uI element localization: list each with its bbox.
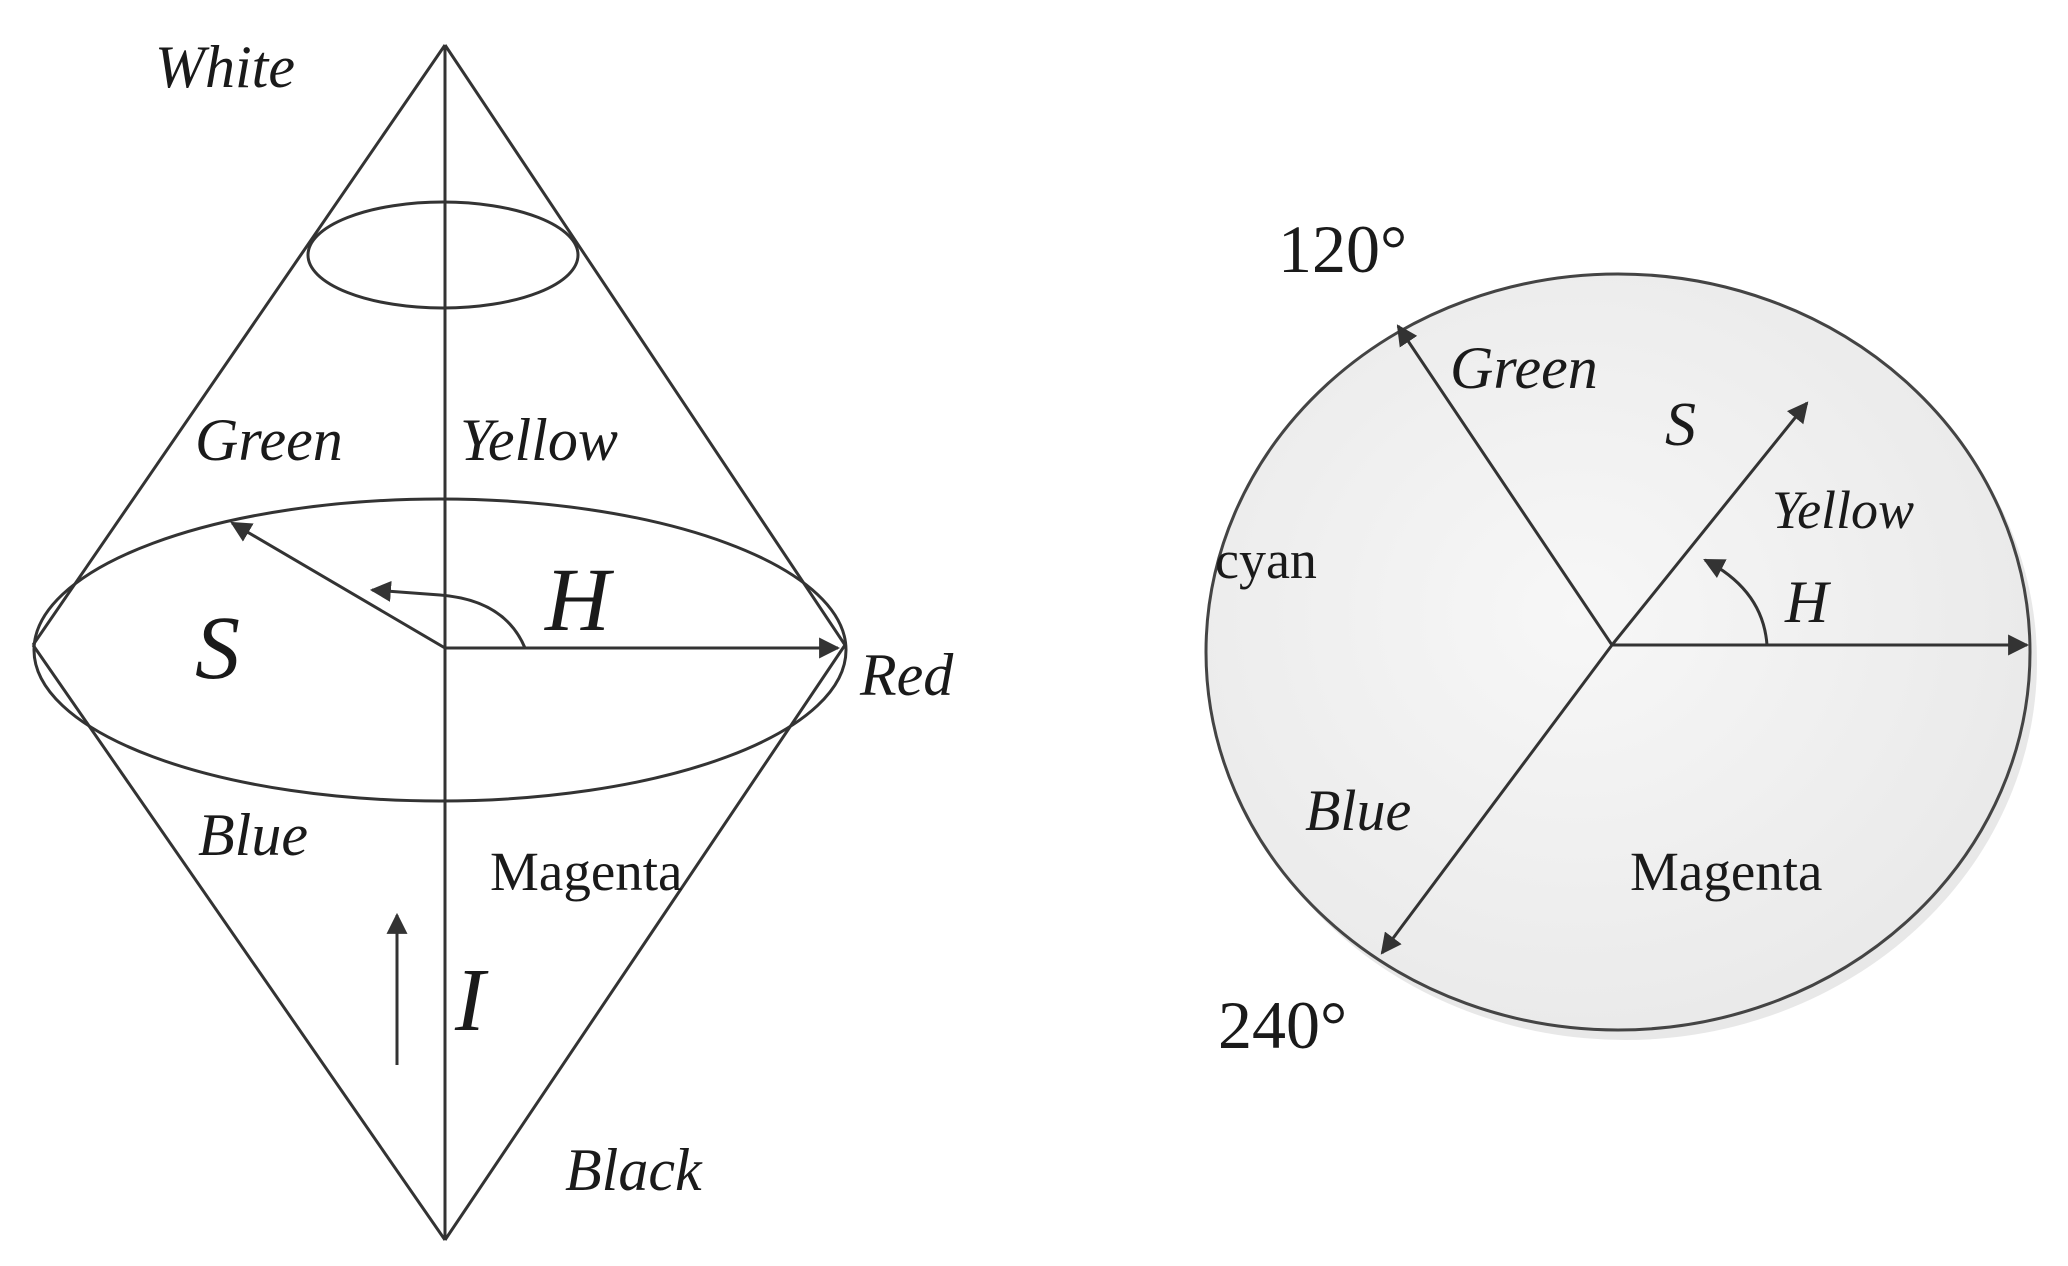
label-hue-wheel: H xyxy=(1784,569,1832,635)
upper-cross-section-ellipse xyxy=(306,200,580,310)
label-blue-wheel: Blue xyxy=(1305,778,1411,843)
axis-120deg-arrow xyxy=(1396,324,1614,646)
label-yellow: Yellow xyxy=(460,407,618,473)
cone-lower-right-edge xyxy=(443,644,847,1241)
cone-upper-left-edge xyxy=(31,44,447,646)
saturation-arrow xyxy=(230,521,446,650)
label-red: Red xyxy=(859,642,954,708)
label-yellow-wheel: Yellow xyxy=(1772,480,1914,540)
label-white: White xyxy=(155,34,295,100)
cone-upper-right-edge xyxy=(443,44,847,646)
label-green: Green xyxy=(195,407,343,473)
label-magenta: Magenta xyxy=(490,841,682,902)
hue-angle-arc-wheel xyxy=(1703,558,1769,646)
label-cyan: cyan xyxy=(1215,530,1317,590)
label-hue: H xyxy=(544,551,615,650)
label-120deg: 120° xyxy=(1278,211,1407,287)
hue-angle-arc xyxy=(369,580,527,649)
label-240deg: 240° xyxy=(1218,987,1347,1063)
axis-240deg-arrow xyxy=(1380,644,1614,955)
hue-wheel-circle xyxy=(1204,272,2032,1032)
label-blue: Blue xyxy=(198,802,308,868)
label-saturation: S xyxy=(195,599,240,698)
label-magenta-wheel: Magenta xyxy=(1630,841,1822,902)
label-green-wheel: Green xyxy=(1450,335,1598,401)
label-saturation-wheel: S xyxy=(1665,391,1696,459)
double-cone-diagram xyxy=(31,44,848,1241)
middle-cross-section-ellipse xyxy=(32,497,848,803)
cone-lower-left-edge xyxy=(31,644,447,1241)
saturation-vector-arrow xyxy=(1610,401,1809,646)
label-intensity: I xyxy=(454,951,489,1050)
hue-wheel-diagram: 120° 240° Green S Yellow cyan H Blue Mag… xyxy=(1204,211,2037,1063)
cone-labels: White Green Yellow S H Red Blue Magenta … xyxy=(155,34,954,1203)
label-black: Black xyxy=(565,1137,703,1203)
